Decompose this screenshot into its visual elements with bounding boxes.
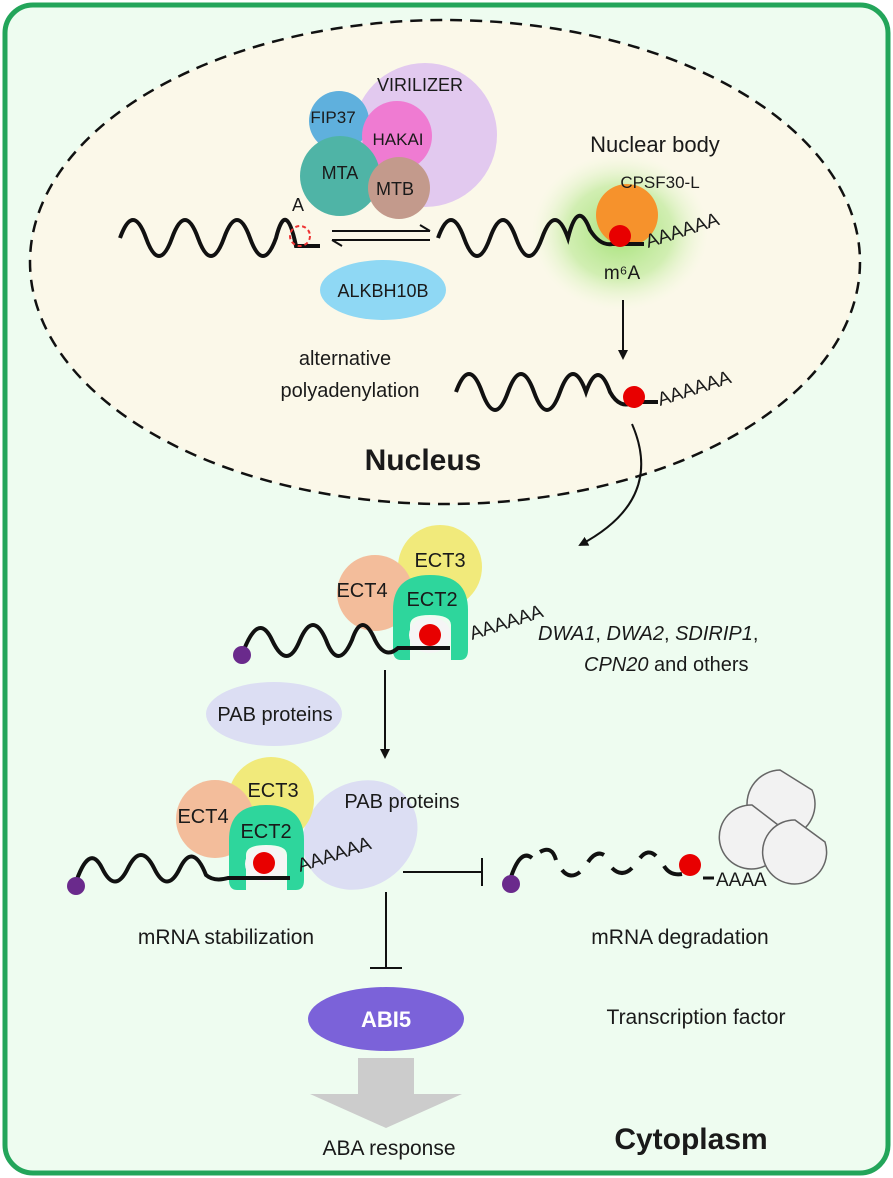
export-arrow (578, 423, 643, 546)
m6a-dot-degraded (679, 854, 701, 876)
cap-1 (233, 646, 251, 664)
transcription-factor-label: Transcription factor (607, 1006, 786, 1029)
alkbh10b-blob (320, 260, 446, 320)
mrna-methylated (436, 214, 644, 258)
ect2-label-2: ECT2 (240, 821, 291, 843)
nuclear-body-label: Nuclear body (590, 132, 720, 157)
hakai-label: HAKAI (372, 130, 423, 149)
ect2-label-1: ECT2 (406, 589, 457, 611)
mtb-label: MTB (376, 179, 414, 199)
ect4-label-2: ECT4 (177, 806, 228, 828)
pab-label-1: PAB proteins (217, 704, 332, 726)
virilizer-label: VIRILIZER (377, 75, 463, 95)
apa-label-line2: polyadenylation (281, 380, 420, 402)
mta-label: MTA (322, 163, 359, 183)
unmodified-adenosine-mark (289, 225, 311, 247)
cap-3 (502, 875, 520, 893)
aba-arrow (310, 1058, 462, 1128)
fip37-label: FIP37 (310, 108, 355, 127)
m6a-dot-cyto-2 (253, 852, 275, 874)
pab-blob-2 (302, 780, 418, 890)
polya-tail-short: AAAA (716, 870, 767, 891)
cap-2 (67, 877, 85, 895)
alkbh10b-label: ALKBH10B (337, 281, 428, 301)
m6a-dot (609, 225, 631, 247)
m6a-dot-apa (623, 386, 645, 408)
mrna-apa (454, 372, 658, 412)
ect3-label-2: ECT3 (247, 780, 298, 802)
mrna-cyto-2 (73, 853, 290, 886)
mrna-degraded (508, 847, 683, 881)
cpsf30-label: CPSF30-L (620, 173, 699, 192)
mrna-cyto-1 (240, 623, 450, 658)
hakai-blob (362, 101, 432, 171)
pab-blob-1 (206, 682, 342, 746)
target-genes-line1: DWA1, DWA2, SDIRIP1, (538, 623, 758, 645)
aba-response-label: ABA response (322, 1137, 455, 1160)
ect2-blob-2 (229, 805, 304, 890)
pab-label-2: PAB proteins (344, 791, 459, 813)
stabilization-label: mRNA stabilization (138, 926, 314, 949)
ect3-label-1: ECT3 (414, 550, 465, 572)
mrna-unmodified (118, 217, 320, 258)
ect4-label-1: ECT4 (336, 580, 387, 602)
target-genes-line2: CPN20 and others (584, 654, 749, 676)
cytoplasm-title: Cytoplasm (614, 1123, 767, 1156)
adenosine-label: A (292, 195, 304, 215)
exonuclease-icon-3 (761, 819, 828, 885)
nucleus-title: Nucleus (365, 444, 482, 477)
mtb-blob (368, 157, 430, 219)
m6a-dot-cyto-1 (419, 624, 441, 646)
mta-blob (300, 136, 380, 216)
nucleus-envelope (28, 18, 862, 506)
m6a-label: m⁶A (604, 263, 641, 284)
abi5-label: ABI5 (361, 1007, 411, 1032)
apa-label-line1: alternative (299, 348, 391, 370)
ect2-blob-1 (393, 575, 468, 660)
degradation-label: mRNA degradation (591, 926, 768, 949)
fip37-blob (309, 91, 369, 151)
abi5-blob (308, 987, 464, 1051)
